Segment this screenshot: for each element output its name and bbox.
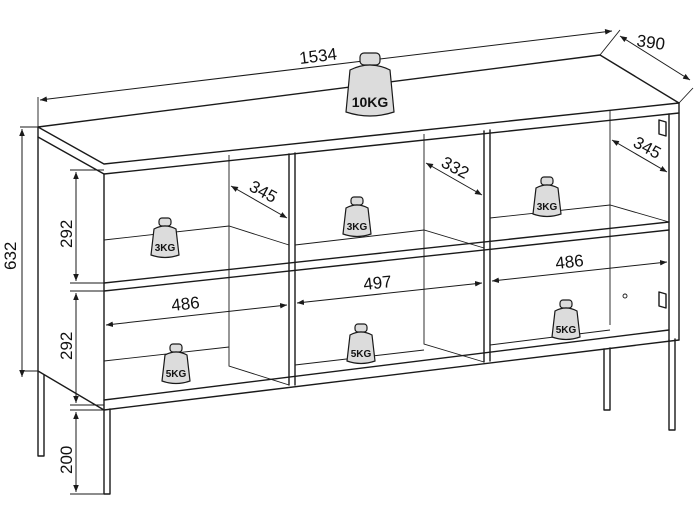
svg-text:3KG: 3KG bbox=[537, 202, 558, 213]
dimension-depth: 390 bbox=[619, 31, 694, 104]
compartment-width-left-label: 486 bbox=[170, 293, 200, 315]
weight-icon-top-right: 3KG bbox=[532, 176, 562, 218]
depth-label: 390 bbox=[635, 31, 666, 54]
weight-label-top: 10KG bbox=[352, 94, 389, 110]
svg-text:3KG: 3KG bbox=[155, 243, 176, 254]
svg-text:3KG: 3KG bbox=[347, 222, 368, 233]
svg-text:5KG: 5KG bbox=[166, 369, 187, 380]
shelf-depth-middle-label: 332 bbox=[438, 153, 472, 183]
dimension-compartment-widths: 486 497 486 bbox=[105, 251, 668, 328]
dimension-shelf-depths: 345 332 345 bbox=[230, 133, 668, 219]
dimension-width: 1534 bbox=[37, 29, 621, 127]
weight-icon-top-left: 3KG bbox=[150, 217, 180, 259]
svg-text:5KG: 5KG bbox=[351, 349, 372, 360]
width-label: 1534 bbox=[298, 45, 338, 68]
svg-text:5KG: 5KG bbox=[556, 325, 577, 336]
legs bbox=[37, 338, 676, 495]
weight-icon-top: 10KG bbox=[345, 52, 395, 117]
dimension-leg-height: 200 bbox=[57, 409, 104, 495]
dimension-height: 632 bbox=[1, 126, 38, 377]
compartment-height-top-label: 292 bbox=[57, 220, 76, 248]
cabinet-outline bbox=[37, 54, 680, 411]
compartment-width-right-label: 486 bbox=[554, 251, 584, 273]
weight-icon-bottom-middle: 5KG bbox=[346, 323, 376, 365]
shelf-depth-right-label: 345 bbox=[630, 133, 664, 163]
weight-icon-top-middle: 3KG bbox=[342, 196, 372, 238]
shelf-depth-left-label: 345 bbox=[246, 177, 280, 207]
weight-icon-bottom-right: 5KG bbox=[551, 299, 581, 341]
height-label: 632 bbox=[1, 242, 20, 270]
compartment-height-bottom-label: 292 bbox=[57, 332, 76, 360]
dimension-compartment-heights: 292 292 bbox=[57, 169, 104, 406]
leg-height-label: 200 bbox=[57, 446, 76, 474]
compartment-width-middle-label: 497 bbox=[362, 272, 392, 294]
weight-icon-bottom-left: 5KG bbox=[161, 343, 191, 385]
